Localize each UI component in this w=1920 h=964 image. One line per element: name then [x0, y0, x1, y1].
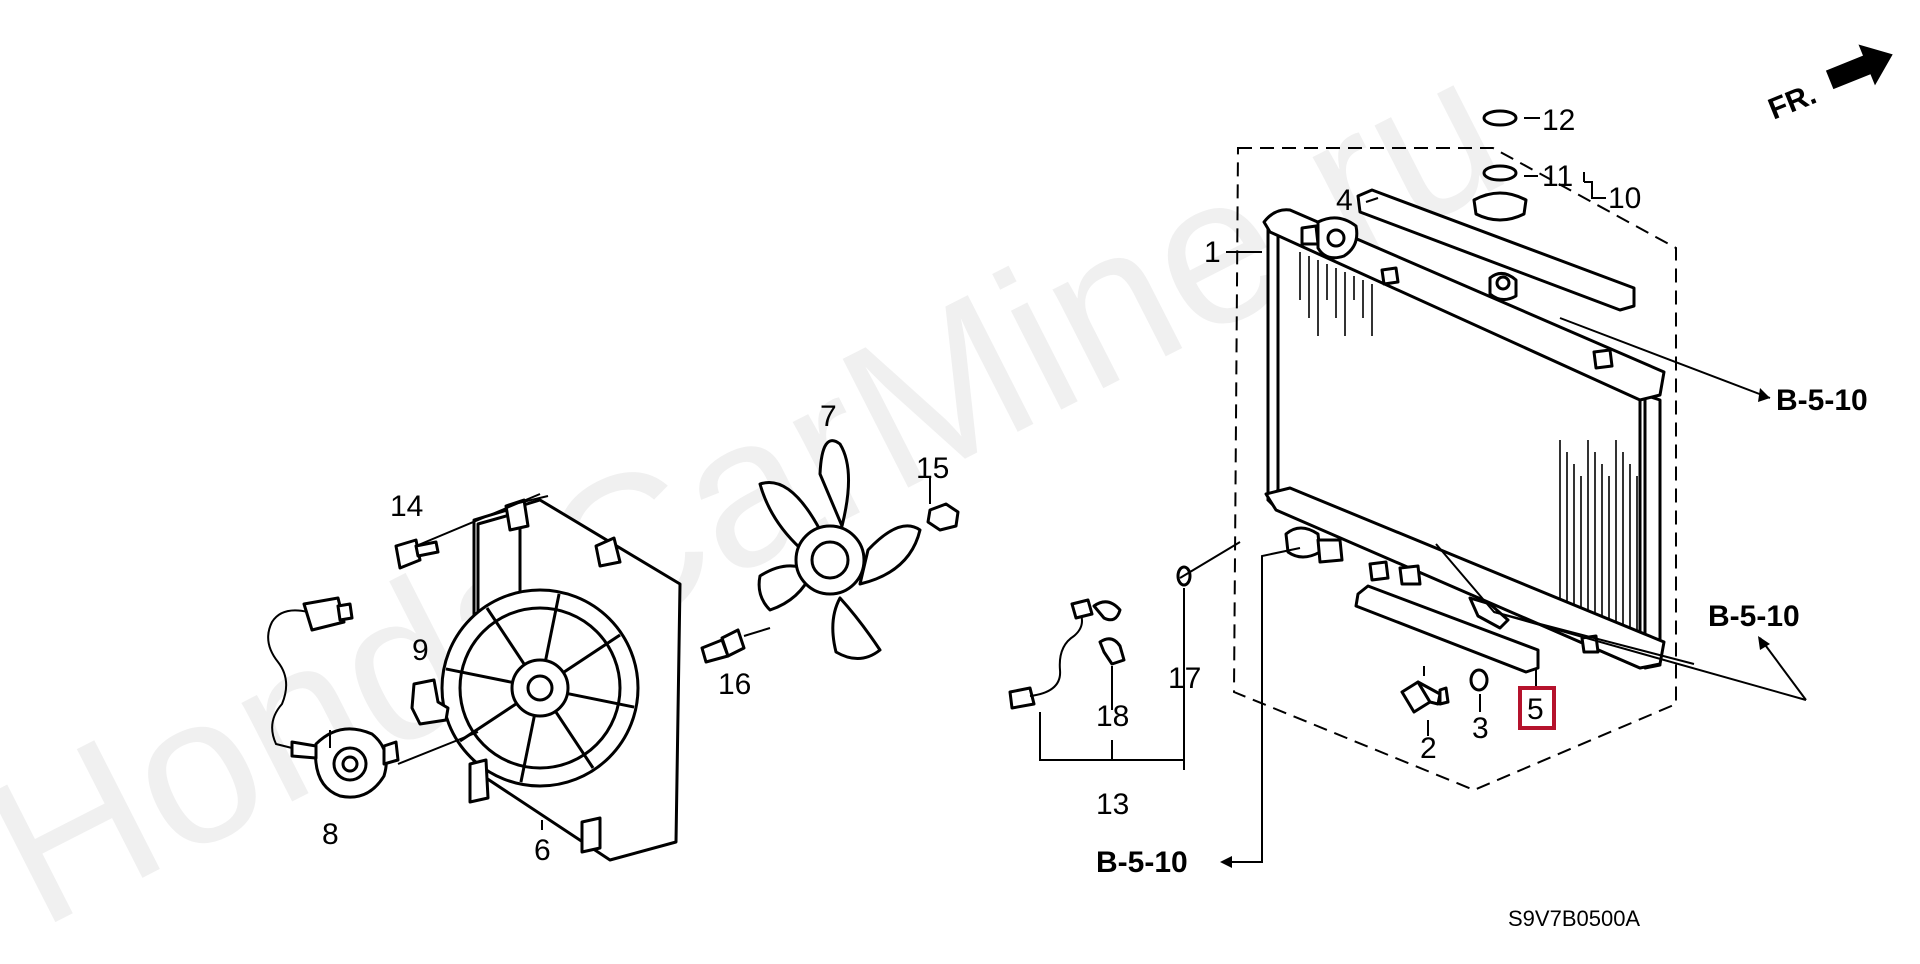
shroud-spoke — [445, 667, 513, 684]
nut-15 — [926, 502, 960, 532]
diagram-code: S9V7B0500A — [1508, 906, 1640, 931]
part-number-18: 18 — [1096, 700, 1129, 733]
part-number-8: 8 — [322, 818, 339, 851]
shroud-spoke — [519, 715, 536, 783]
fan-motor-8 — [267, 596, 400, 799]
reference-label-lower-left: B-5-10 — [1096, 846, 1188, 879]
shroud-spoke — [544, 593, 561, 661]
highlight-box-5 — [1518, 686, 1556, 730]
part-number-11: 11 — [1542, 160, 1573, 193]
radiator-assembly-group — [1232, 109, 1677, 792]
shroud-spoke — [562, 633, 621, 674]
o-ring-3 — [1469, 668, 1489, 692]
part-number-16: 16 — [718, 668, 751, 701]
part-number-15: 15 — [916, 452, 949, 485]
arrow-head-upper-right — [1758, 388, 1770, 402]
reference-label-upper-right: B-5-10 — [1776, 384, 1868, 417]
part-number-4: 4 — [1336, 184, 1353, 217]
radiator-cap-10 — [1472, 191, 1528, 222]
shroud-spoke — [485, 607, 526, 666]
upper-cushion-4 — [1356, 188, 1636, 312]
part-number-14: 14 — [390, 490, 423, 523]
bolt-16 — [700, 628, 746, 664]
part-number-12: 12 — [1542, 104, 1575, 137]
part-number-7: 7 — [820, 400, 837, 433]
cooling-fan-7 — [757, 439, 922, 660]
seal-12 — [1482, 109, 1518, 127]
part-number-6: 6 — [534, 834, 551, 867]
part-number-3: 3 — [1472, 712, 1489, 745]
part-number-1: 1 — [1204, 236, 1221, 269]
shroud-spoke — [554, 710, 595, 769]
part-number-17: 17 — [1168, 662, 1201, 695]
part-number-labels: 1 2 3 4 5 6 7 8 9 10 11 12 13 14 15 16 1… — [322, 104, 1641, 867]
part-number-9: 9 — [412, 634, 429, 667]
fan-shroud-6 — [440, 495, 682, 862]
sensor-harness-13 — [1008, 598, 1122, 710]
radiator-group-outline — [1232, 147, 1677, 792]
bolt-14 — [394, 538, 440, 570]
seal-11 — [1482, 164, 1518, 182]
arrow-head-lower-left — [1220, 856, 1232, 868]
front-arrow-icon — [1825, 44, 1893, 90]
part-number-10: 10 — [1608, 182, 1641, 215]
arrow-head-lower-right — [1758, 636, 1770, 650]
clip-18 — [1098, 637, 1126, 666]
front-direction-indicator: FR. — [1764, 44, 1893, 127]
upper-tank — [1262, 208, 1666, 402]
connector-bracket-9 — [410, 678, 450, 726]
front-label: FR. — [1764, 78, 1821, 127]
part-number-5: 5 — [1527, 693, 1544, 726]
reference-label-lower-right: B-5-10 — [1708, 600, 1800, 633]
part-number-2: 2 — [1420, 732, 1437, 765]
lower-cushion-5 — [1354, 584, 1540, 674]
leader-lines — [329, 117, 1807, 863]
part-number-13: 13 — [1096, 788, 1129, 821]
drain-plug-2 — [1400, 680, 1450, 714]
shroud-spoke — [567, 692, 635, 709]
